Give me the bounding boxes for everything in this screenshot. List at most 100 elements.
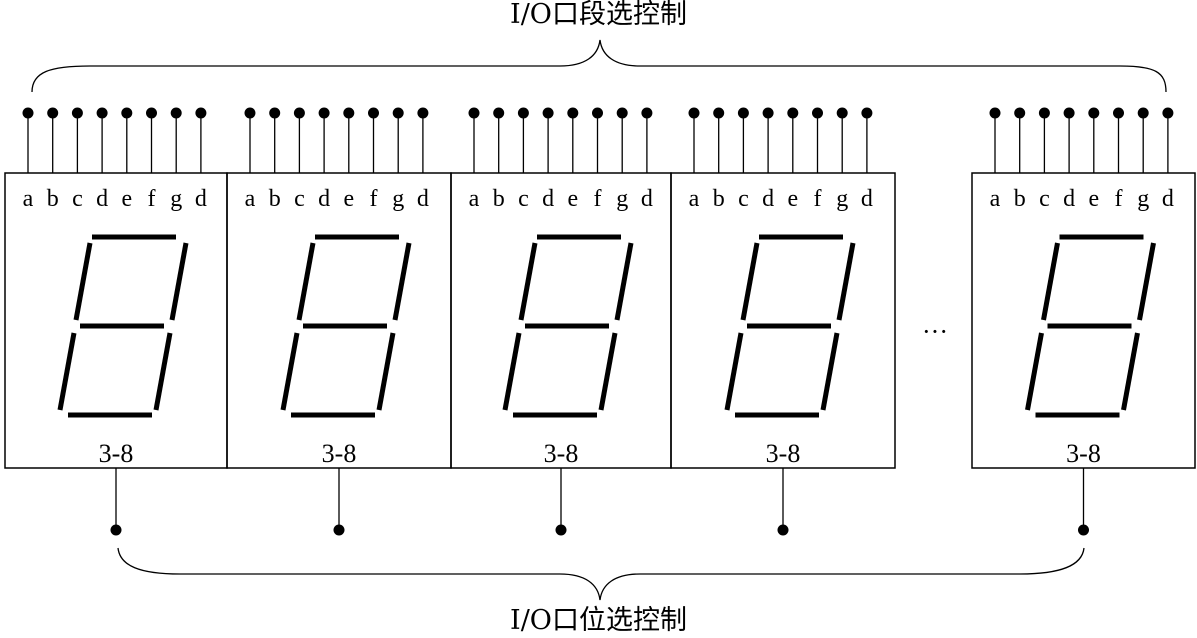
- segment-pin-label: c: [518, 186, 529, 212]
- segment-pin-label: f: [814, 186, 822, 212]
- segment-seg-e: [57, 332, 77, 411]
- segment-pin-dot: [1088, 107, 1100, 119]
- seven-segment-digit: [724, 234, 856, 418]
- decoder-label: 3-8: [99, 439, 134, 468]
- segment-pin-label: f: [594, 186, 602, 212]
- segment-seg-f: [740, 242, 760, 321]
- segment-pin-dot: [22, 107, 34, 119]
- segment-pin-dot: [368, 107, 379, 119]
- segment-pin-label: f: [370, 186, 378, 212]
- segment-pin-label: g: [616, 186, 628, 212]
- segment-pin-dot: [542, 107, 554, 119]
- segment-pin-dot: [121, 107, 133, 119]
- digit-pin-dot: [777, 524, 789, 536]
- decoder-label: 3-8: [322, 439, 357, 468]
- segment-pin-dot: [195, 107, 207, 119]
- segment-pin-dot: [293, 107, 305, 119]
- digit-pin-dot: [333, 524, 345, 536]
- segment-pin-dot: [1113, 107, 1124, 119]
- segment-pin-dot: [641, 107, 653, 119]
- segment-pin-dot: [146, 107, 157, 119]
- segment-pin-label: c: [1039, 186, 1050, 212]
- segment-pin-dot: [318, 107, 330, 119]
- segment-pin-dot: [713, 107, 725, 119]
- segment-seg-b: [614, 242, 634, 321]
- segment-pin-label: f: [1115, 186, 1123, 212]
- digit-select-control-label: I/O口位选控制: [510, 605, 687, 636]
- segment-pin-dot: [269, 107, 281, 119]
- segment-pin-label: g: [170, 186, 182, 212]
- segment-pin-label: c: [72, 186, 83, 212]
- segment-pin-dot: [47, 107, 59, 119]
- segment-seg-e: [724, 332, 744, 411]
- segment-pin-label: a: [990, 186, 1001, 212]
- segment-pin-dot: [989, 107, 1001, 119]
- seven-segment-digit: [57, 234, 189, 418]
- segment-pin-label: e: [121, 186, 132, 212]
- segment-pin-label: e: [343, 186, 354, 212]
- segment-pin-dot: [244, 107, 256, 119]
- segment-seg-c: [820, 332, 840, 411]
- segment-select-brace-path: [31, 39, 1167, 93]
- digit-pin-dot: [555, 524, 567, 536]
- segment-pin-dot: [96, 107, 108, 119]
- segment-seg-f: [73, 242, 93, 321]
- segment-pin-dot: [1038, 107, 1050, 119]
- segment-seg-e: [1025, 332, 1044, 411]
- segment-pin-label: d: [641, 186, 653, 212]
- segment-seg-f: [296, 242, 316, 321]
- decoder-label: 3-8: [766, 439, 801, 468]
- segment-seg-b: [836, 242, 856, 321]
- decoder-label: 3-8: [1066, 439, 1101, 468]
- segment-pin-label: a: [245, 186, 256, 212]
- segment-pin-dot: [688, 107, 700, 119]
- segment-pin-label: e: [567, 186, 578, 212]
- segment-seg-f: [518, 242, 538, 321]
- segment-pin-dot: [417, 107, 429, 119]
- digit-select-brace-path: [117, 547, 1085, 601]
- display-module-box: [450, 172, 672, 469]
- segment-pin-dot: [762, 107, 774, 119]
- segment-pin-dot: [170, 107, 182, 119]
- segment-seg-b: [169, 242, 189, 321]
- segment-seg-c: [376, 332, 396, 411]
- segment-pin-label: b: [493, 186, 505, 212]
- segment-pin-dot: [616, 107, 628, 119]
- display-module-box: [226, 172, 452, 469]
- segment-pin-label: d: [417, 186, 429, 212]
- segment-pin-dot: [517, 107, 529, 119]
- more-displays-ellipsis: ···: [922, 317, 948, 346]
- segment-pin-label: f: [148, 186, 156, 212]
- segment-pin-label: b: [269, 186, 281, 212]
- segment-pin-label: d: [1063, 186, 1075, 212]
- segment-seg-c: [153, 332, 173, 411]
- segment-pin-label: g: [392, 186, 404, 212]
- display-module-box: [971, 172, 1196, 469]
- segment-pin-label: d: [195, 186, 207, 212]
- segment-pin-label: d: [318, 186, 330, 212]
- segment-pin-label: e: [1088, 186, 1099, 212]
- segment-pin-dot: [861, 107, 873, 119]
- segment-pin-label: d: [762, 186, 774, 212]
- segment-pin-dot: [1137, 107, 1149, 119]
- segment-pin-dot: [71, 107, 83, 119]
- segment-seg-e: [502, 332, 522, 411]
- decoder-label: 3-8: [544, 439, 579, 468]
- segment-pin-dot: [737, 107, 749, 119]
- segment-pin-label: d: [861, 186, 873, 212]
- segment-pin-label: b: [713, 186, 725, 212]
- seven-segment-digit: [502, 234, 634, 418]
- segment-seg-b: [392, 242, 412, 321]
- segment-seg-b: [1137, 242, 1156, 321]
- segment-pin-dot: [567, 107, 579, 119]
- segment-pin-dot: [1014, 107, 1026, 119]
- segment-pin-dot: [1162, 107, 1174, 119]
- seven-segment-digit: [1025, 234, 1156, 418]
- digit-pin-dot: [110, 524, 122, 536]
- segment-pin-dot: [836, 107, 848, 119]
- segment-pin-label: g: [1137, 186, 1149, 212]
